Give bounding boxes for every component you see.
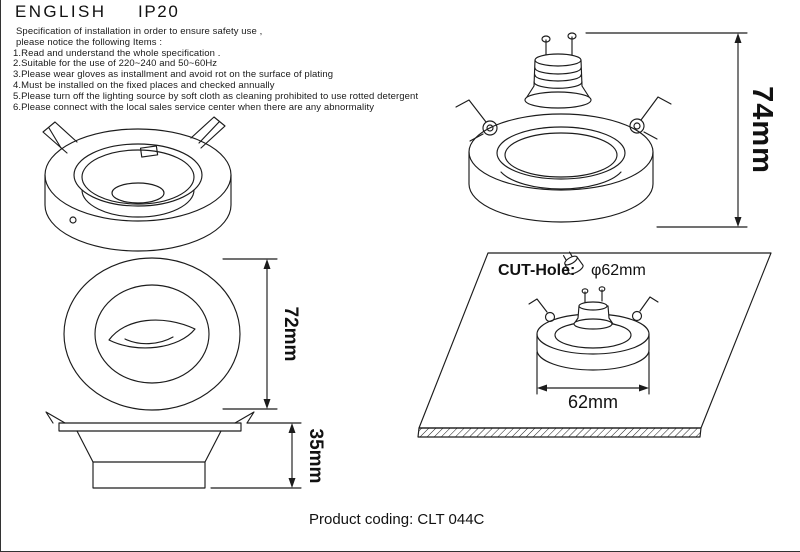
spec-item: 2.Suitable for the use of 220~240 and 50… <box>13 58 218 70</box>
cut-hole-diameter-label: φ62mm <box>591 262 646 279</box>
dim-62mm-label: 62mm <box>568 392 618 412</box>
frame-side-view <box>45 411 255 489</box>
frame-perspective-view <box>42 116 232 252</box>
ip-rating: IP20 <box>138 2 180 21</box>
spec-intro-line: please notice the following Items : <box>16 36 163 48</box>
spec-list: Specification of installation in order t… <box>13 26 453 113</box>
spec-item: 4.Must be installed on the fixed places … <box>13 79 275 91</box>
spec-item: 5.Please turn off the lighting source by… <box>13 90 419 102</box>
dimension-62mm <box>536 351 650 395</box>
dimension-74mm <box>585 32 748 228</box>
language-title: ENGLISH <box>15 2 107 21</box>
spec-item: 3.Please wear gloves as installment and … <box>13 69 334 81</box>
installed-fixture-drawing <box>528 286 659 371</box>
spec-intro-line: Specification of installation in order t… <box>16 26 263 37</box>
dimension-35mm <box>210 422 302 489</box>
dim-74mm-label: 74mm <box>746 86 778 174</box>
spec-item: 1.Read and understand the whole specific… <box>13 47 221 59</box>
spec-item: 6.Please connect with the local sales se… <box>13 101 375 113</box>
cut-hole-panel-view <box>417 251 772 438</box>
gu10-bulb-icon <box>562 251 584 275</box>
cut-hole-label: CUT-Hole: <box>498 262 575 279</box>
dim-35mm-label: 35mm <box>305 429 326 484</box>
gu10-lamp-drawing <box>524 32 592 109</box>
dim-72mm-label: 72mm <box>280 307 301 362</box>
frame-top-view <box>63 257 241 411</box>
fixture-with-lamp-view <box>455 32 672 223</box>
product-coding: Product coding: CLT 044C <box>309 511 485 528</box>
dimension-72mm <box>222 258 278 410</box>
